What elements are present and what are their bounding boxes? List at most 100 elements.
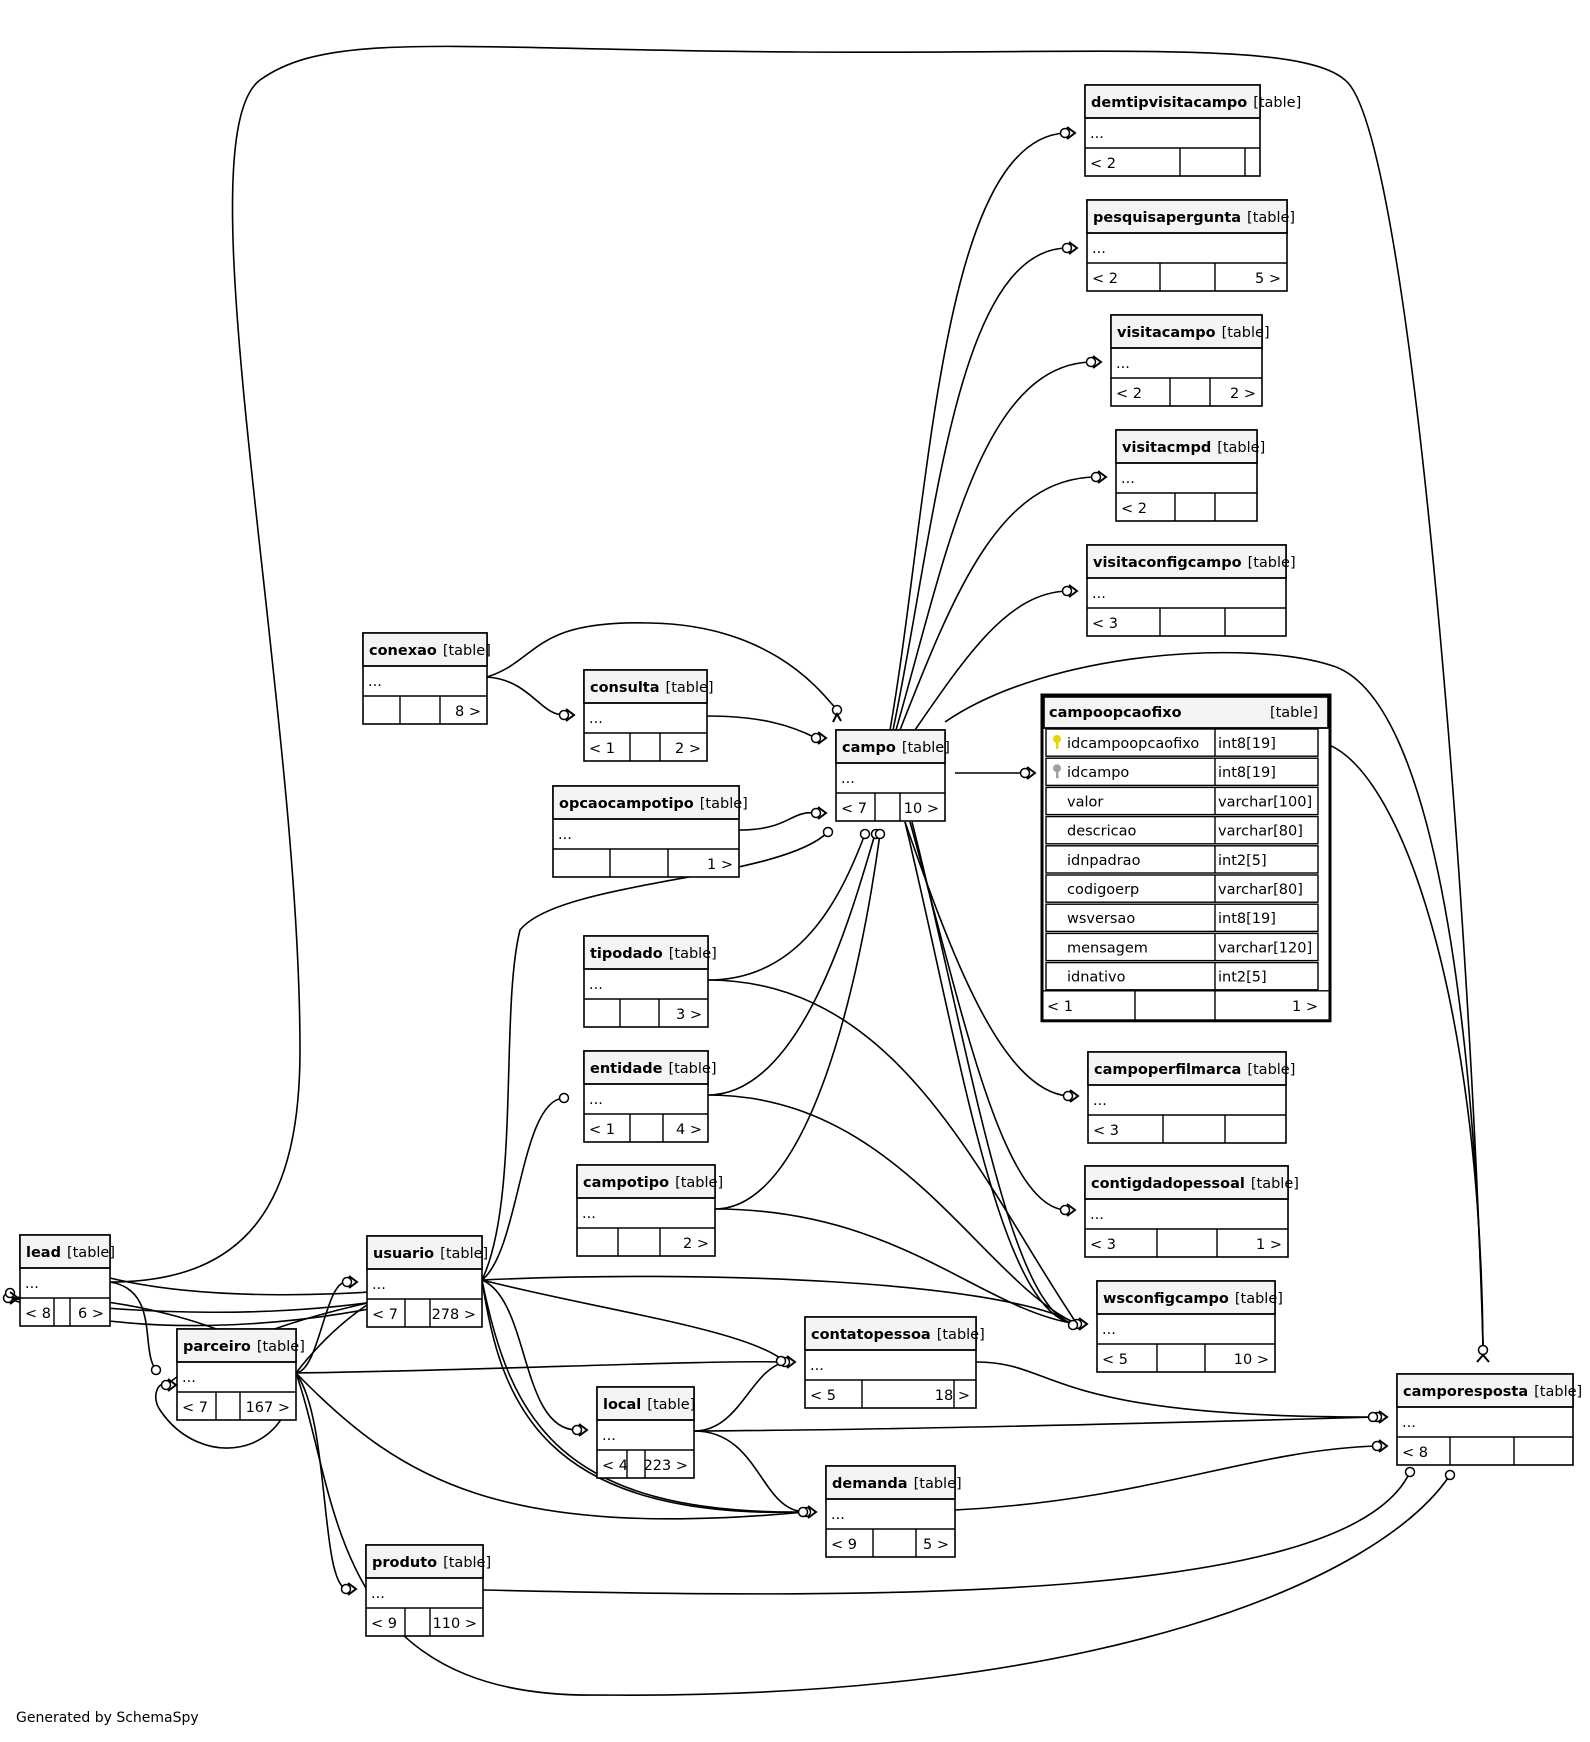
column-name: valor: [1067, 794, 1103, 810]
table-body-ellipsis: ...: [582, 1206, 596, 1222]
table-type-label: [table]: [669, 946, 717, 962]
many-marker-2: [1068, 241, 1079, 255]
parent-count: < 7: [841, 801, 867, 817]
column-type: varchar[120]: [1218, 940, 1312, 956]
table-type-label: [table]: [902, 740, 950, 756]
column-name: wsversao: [1067, 911, 1135, 927]
relationship-conexao-consulta: [486, 676, 565, 716]
table-header: [1086, 199, 1288, 234]
table-type-label: [table]: [675, 1175, 723, 1191]
table-type-label: [table]: [1217, 440, 1265, 456]
column-name: mensagem: [1067, 940, 1148, 956]
many-marker-10: [565, 708, 576, 722]
parent-count: < 1: [1047, 999, 1073, 1015]
optional-marker-25: [341, 1276, 353, 1288]
table-header: [576, 1164, 716, 1199]
table-campotipo: campotipo[table]...2 >: [576, 1164, 723, 1257]
parent-count: < 8: [1402, 1445, 1428, 1461]
table-type-label: [table]: [1247, 210, 1295, 226]
table-type-label: [table]: [1235, 1291, 1283, 1307]
relationship-opcaocampotipo-campo: [738, 811, 817, 831]
relationship-campoopcaofixo-camporesposta: [1319, 741, 1484, 1346]
many-marker-16: [348, 1275, 359, 1289]
table-name: demtipvisitacampo: [1091, 95, 1247, 111]
child-count: 3 >: [676, 1007, 702, 1023]
table-header: [1087, 1051, 1287, 1086]
optional-marker-36: [1477, 1344, 1489, 1356]
relationship-lead-camporesposta: [109, 45, 1484, 1346]
child-count: 18 >: [935, 1388, 970, 1404]
relationship-parceiro-usuario: [295, 1281, 348, 1374]
many-marker-15: [807, 1505, 818, 1519]
child-count: 5 >: [1255, 271, 1281, 287]
parent-count: < 3: [1090, 1237, 1116, 1253]
table-name: visitacmpd: [1122, 440, 1211, 456]
table-header: [365, 1544, 484, 1579]
optional-marker-3: [1085, 356, 1097, 368]
table-name: produto: [372, 1555, 437, 1571]
table-body-ellipsis: ...: [1092, 586, 1106, 602]
relationship-conexao-campo: [486, 622, 838, 711]
parent-count: < 3: [1092, 616, 1118, 632]
column-name: descricao: [1067, 824, 1136, 840]
primary-key-icon: [1053, 735, 1061, 743]
table-body-ellipsis: ...: [558, 827, 572, 843]
table-header: [804, 1316, 977, 1351]
relationship-parceiro-produto: [295, 1372, 347, 1590]
optional-marker-2: [1061, 242, 1073, 254]
relationship-campo-pesquisapergunta: [892, 247, 1068, 731]
child-count: 10 >: [904, 801, 939, 817]
optional-marker-24: [797, 1506, 809, 1518]
relationship-usuario-demanda-1: [481, 1279, 807, 1514]
column-name: codigoerp: [1067, 882, 1139, 898]
child-count: 5 >: [923, 1537, 949, 1553]
column-name: idcampoopcaofixo: [1067, 736, 1199, 752]
relationship-entidade-campo: [707, 833, 876, 1096]
table-visitacmpd: visitacmpd[table]...< 2: [1115, 429, 1265, 522]
many-marker-19: [9, 1291, 20, 1305]
table-body-ellipsis: ...: [1092, 241, 1106, 257]
child-count: 6 >: [78, 1306, 104, 1322]
parent-count: < 4: [602, 1458, 628, 1474]
optional-marker-7: [1062, 1090, 1074, 1102]
foreign-key-icon: [1053, 764, 1061, 773]
column-cell: [1045, 786, 1319, 816]
table-name: visitaconfigcampo: [1093, 555, 1242, 571]
optional-marker-5: [1061, 585, 1073, 597]
table-header: [1084, 84, 1261, 119]
relationship-entidade-wsconfigcampo: [707, 1094, 1078, 1325]
table-header: [1043, 696, 1329, 729]
relationship-local-camporesposta: [693, 1416, 1378, 1432]
relationship-campo-demtipvisitacampo: [889, 132, 1066, 731]
table-visitaconfigcampo: visitaconfigcampo[table]...< 3: [1086, 544, 1296, 637]
relationship-campo-visitacampo: [895, 361, 1092, 731]
column-type: varchar[80]: [1218, 882, 1303, 898]
child-count: 167 >: [246, 1400, 290, 1416]
table-header: [1396, 1373, 1574, 1408]
table-name: consulta: [590, 680, 660, 696]
table-camporesposta: camporesposta[table]...< 8: [1396, 1373, 1582, 1466]
relationship-parceiro-camporesposta: [295, 1372, 1451, 1696]
table-header: [583, 935, 709, 970]
relationship-local-contatopessoa: [693, 1361, 786, 1432]
table-name: camporesposta: [1403, 1384, 1528, 1400]
optional-marker-4: [1090, 471, 1102, 483]
table-type-label: [table]: [937, 1327, 985, 1343]
optional-marker-16: [859, 828, 871, 840]
parent-count: < 2: [1121, 501, 1147, 517]
table-type-label: [table]: [443, 643, 491, 659]
relationship-tipodado-wsconfigcampo: [707, 979, 1078, 1325]
relationship-usuario-wsconfigcampo: [481, 1275, 1078, 1325]
table-body-ellipsis: ...: [1402, 1415, 1416, 1431]
optional-marker-13: [810, 732, 822, 744]
optional-marker-8: [1059, 1204, 1071, 1216]
table-body-ellipsis: ...: [1116, 356, 1130, 372]
column-type: int2[5]: [1218, 970, 1267, 986]
